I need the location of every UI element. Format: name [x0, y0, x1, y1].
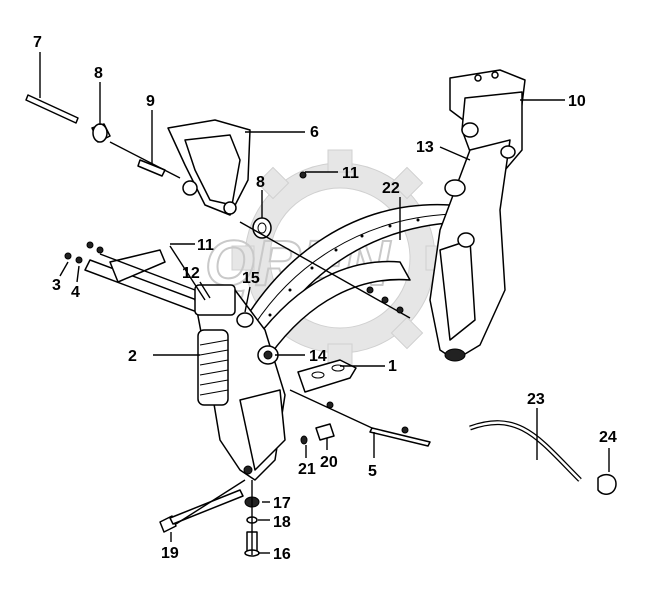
hose-23 — [469, 420, 582, 482]
callout-22: 22 — [382, 180, 400, 197]
callout-labels-all: 1 2 3 4 5 6 7 8 8 9 10 11 11 12 13 14 15… — [33, 34, 617, 563]
callout-24: 24 — [599, 429, 617, 446]
bolt-19 — [159, 489, 244, 533]
callout-10: 10 — [568, 93, 586, 110]
callout-9: 9 — [146, 93, 155, 110]
callout-8-upper: 8 — [94, 65, 103, 82]
callout-11-left: 11 — [197, 237, 214, 254]
callout-18: 18 — [273, 514, 291, 531]
clip-24 — [597, 473, 617, 495]
callout-1: 1 — [388, 358, 397, 375]
callout-14: 14 — [309, 348, 327, 365]
callout-17: 17 — [273, 495, 291, 512]
callout-8-lower: 8 — [256, 174, 265, 191]
left-upper-bracket-6 — [167, 119, 251, 216]
callout-23: 23 — [527, 391, 545, 408]
nut-washer-20-21 — [300, 423, 335, 445]
callout-13: 13 — [416, 139, 434, 156]
link-bracket-1 — [297, 359, 357, 393]
callout-2: 2 — [128, 348, 137, 365]
callout-21: 21 — [298, 461, 316, 478]
bushing-and-pin — [25, 94, 166, 177]
callout-3: 3 — [52, 277, 61, 294]
bolt-set-5 — [326, 401, 431, 447]
callout-5: 5 — [368, 463, 377, 480]
right-bracket-assembly — [429, 69, 526, 362]
exploded-axis-lines — [99, 141, 411, 555]
callout-20: 20 — [320, 454, 338, 471]
callout-15: 15 — [242, 270, 260, 287]
callout-19: 19 — [161, 545, 179, 562]
callout-6: 6 — [310, 124, 319, 141]
callout-7b: 7 — [33, 34, 42, 51]
callout-12: 12 — [182, 265, 200, 282]
callout-leader-lines — [39, 52, 610, 554]
left-support-shock-assembly — [194, 284, 286, 481]
callout-4: 4 — [71, 284, 80, 301]
callout-11-right: 11 — [342, 165, 359, 182]
callout-16: 16 — [273, 546, 291, 563]
